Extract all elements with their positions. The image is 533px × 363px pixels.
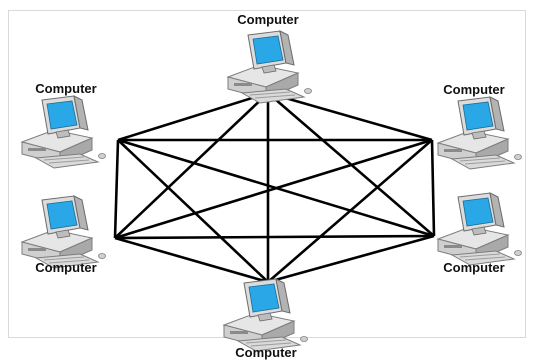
link-upper-left-bottom bbox=[117, 139, 269, 283]
computer-upper-right: Computer bbox=[437, 82, 522, 170]
computer-label: Computer bbox=[235, 345, 296, 360]
computer-top: Computer bbox=[227, 12, 312, 104]
computer-label: Computer bbox=[443, 260, 504, 275]
computer-icon bbox=[437, 192, 522, 266]
link-lower-right-bottom bbox=[267, 234, 435, 284]
computer-label: Computer bbox=[35, 81, 96, 96]
computer-icon bbox=[21, 95, 106, 169]
computer-label: Computer bbox=[35, 260, 96, 275]
computer-icon bbox=[223, 278, 308, 352]
link-upper-left-lower-left bbox=[113, 139, 120, 239]
computer-lower-left: Computer bbox=[21, 195, 106, 275]
link-lower-left-lower-right bbox=[114, 234, 435, 240]
computer-icon bbox=[227, 30, 312, 104]
computer-lower-right: Computer bbox=[437, 192, 522, 275]
link-upper-right-bottom bbox=[267, 139, 433, 283]
link-upper-right-lower-left bbox=[114, 138, 433, 240]
computer-label: Computer bbox=[237, 12, 298, 27]
computer-icon bbox=[437, 96, 522, 170]
network-links bbox=[113, 91, 436, 284]
link-lower-left-bottom bbox=[114, 236, 269, 284]
computer-label: Computer bbox=[443, 82, 504, 97]
link-top-lower-left bbox=[114, 92, 269, 239]
link-top-upper-left bbox=[117, 91, 269, 142]
computer-upper-left: Computer bbox=[21, 81, 106, 169]
link-upper-right-lower-right bbox=[430, 139, 436, 237]
computer-bottom: Computer bbox=[223, 278, 308, 360]
link-top-upper-right bbox=[267, 91, 433, 142]
computer-icon bbox=[21, 195, 106, 269]
